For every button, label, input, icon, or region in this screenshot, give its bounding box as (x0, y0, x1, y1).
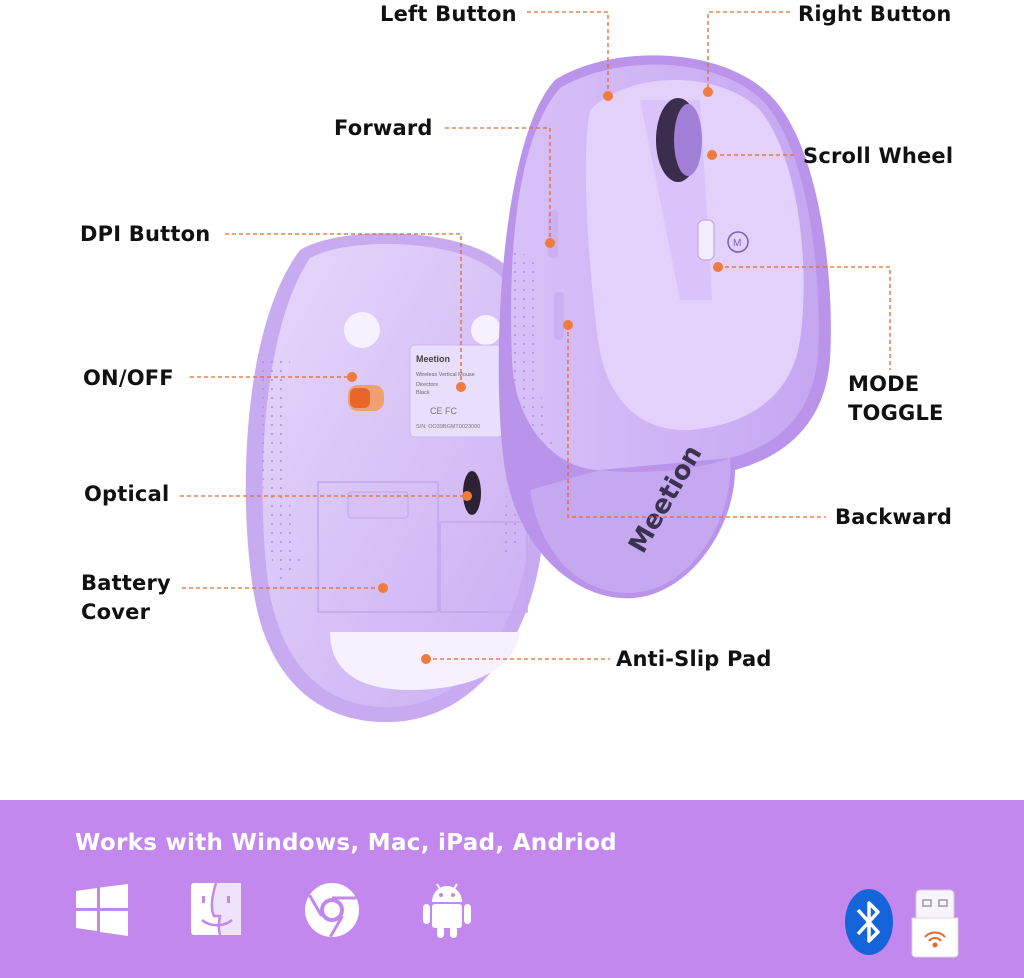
label-anti-slip-pad: Anti-Slip Pad (616, 647, 772, 671)
label-mode-toggle-line1: MODE (848, 372, 920, 396)
label-optical: Optical (84, 482, 170, 506)
label-right-button: Right Button (798, 2, 952, 26)
label-on-off: ON/OFF (83, 366, 174, 390)
label-battery-cover-line1: Battery (81, 571, 171, 595)
label-dpi-button: DPI Button (80, 222, 211, 246)
callout-dots (347, 87, 723, 664)
compatibility-banner: Works with Windows, Mac, iPad, Andriod (0, 800, 1024, 978)
mouse-illustration: Meetion Wireless Vertical Mouse Director… (180, 11, 891, 723)
label-left-button: Left Button (380, 2, 517, 26)
sticker-line2: Directors (416, 382, 438, 388)
sticker-certs: CE FC (430, 406, 458, 416)
mouse-top-view: M Meetion (498, 55, 831, 599)
android-icon (423, 883, 471, 938)
svg-text:M: M (733, 238, 741, 249)
sticker-serial: S/N: OO39BGMT0023000 (416, 424, 480, 430)
leader-lines (180, 11, 891, 660)
sticker-line3: Black (416, 390, 430, 396)
product-diagram: Meetion Wireless Vertical Mouse Director… (80, 2, 954, 723)
label-backward: Backward (835, 505, 953, 529)
label-scroll-wheel: Scroll Wheel (803, 144, 954, 168)
sticker-line1: Wireless Vertical Mouse (416, 372, 475, 378)
windows-icon (76, 884, 128, 936)
usb-receiver-icon (911, 889, 959, 958)
label-forward: Forward (334, 116, 433, 140)
optical-sensor (463, 471, 481, 515)
sticker-brand: Meetion (416, 354, 450, 364)
mac-finder-icon (191, 882, 241, 936)
chrome-icon (305, 883, 359, 938)
battery-cover-outline (317, 481, 439, 613)
compatibility-text: Works with Windows, Mac, iPad, Andriod (75, 830, 617, 856)
label-mode-toggle-line2: TOGGLE (848, 401, 944, 425)
label-battery-cover-line2: Cover (81, 600, 151, 624)
bluetooth-icon (845, 889, 893, 955)
